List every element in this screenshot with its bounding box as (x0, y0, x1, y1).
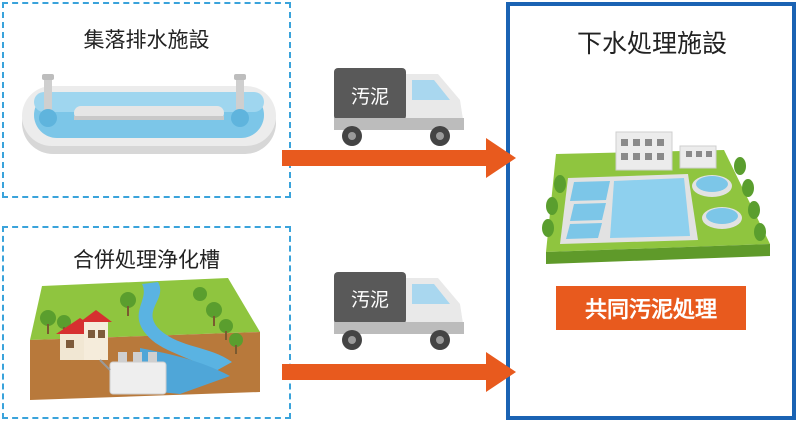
joint-sludge-badge: 共同汚泥処理 (556, 286, 746, 330)
sewage-plant-illustration (542, 131, 770, 264)
johkasou-box (2, 226, 291, 419)
village-drainage-box (2, 2, 291, 198)
treatment-tank-illustration (22, 74, 276, 154)
arrow-bottom (282, 352, 516, 392)
sewage-plant-title: 下水処理施設 (576, 29, 727, 58)
sewage-plant-box (506, 2, 796, 420)
sludge-label-top: 汚泥 (351, 86, 389, 108)
arrow-top (282, 138, 516, 178)
sludge-label-bottom: 汚泥 (351, 289, 389, 311)
landscape-illustration (30, 278, 260, 400)
village-drainage-title: 集落排水施設 (83, 28, 210, 52)
sludge-truck-bottom (334, 272, 464, 350)
johkasou-title: 合併処理浄化槽 (73, 248, 220, 272)
sludge-truck-top (334, 68, 464, 146)
